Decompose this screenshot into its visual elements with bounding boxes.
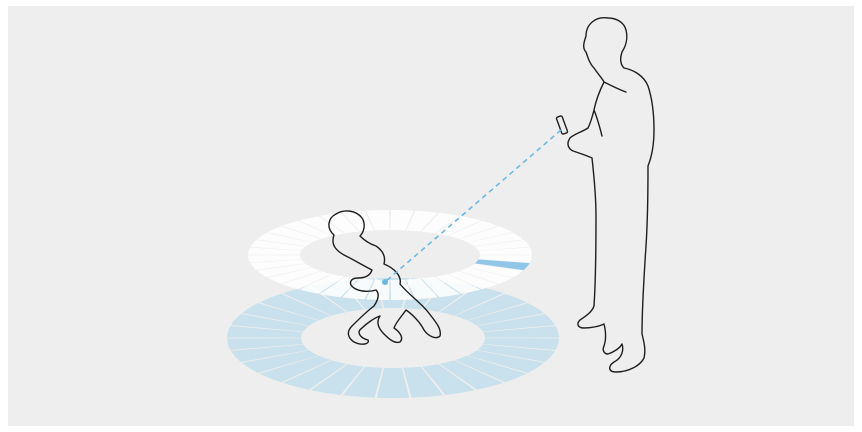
remote-control	[556, 116, 568, 135]
ring-lower-segment	[377, 368, 409, 398]
tracking-target-dot	[382, 279, 388, 285]
remote-tracking-illustration	[8, 6, 854, 426]
tracking-beam	[385, 130, 561, 282]
person-silhouette	[568, 18, 654, 372]
illustration-panel	[8, 6, 854, 426]
